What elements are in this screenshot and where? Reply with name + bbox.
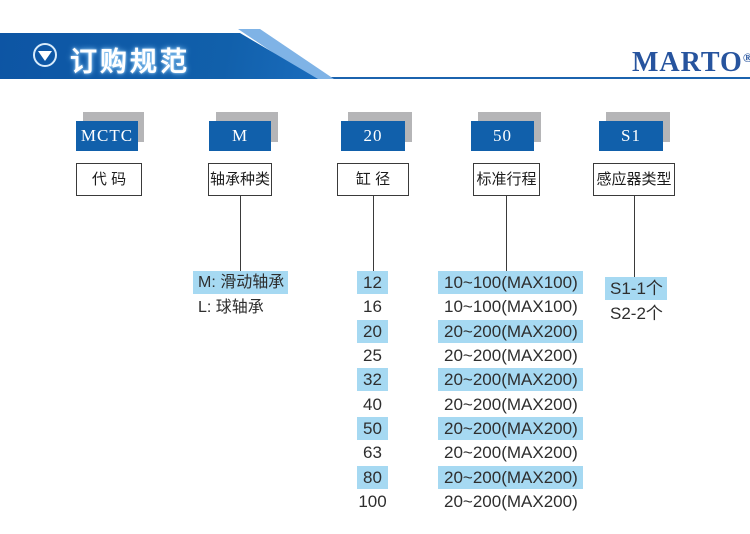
option-bore-25: 25 [363, 346, 382, 365]
label-box-code: 代 码 [76, 163, 142, 196]
connector-line [373, 196, 374, 271]
connector-line [634, 196, 635, 277]
option-stroke-row: 20~200(MAX200) [444, 443, 578, 462]
option-bore-63: 63 [363, 443, 382, 462]
option-stroke-row: 20~200(MAX200) [438, 466, 583, 489]
option-bore-100: 100 [358, 492, 387, 511]
registered-mark: ® [742, 50, 750, 65]
triangle-glyph [38, 51, 52, 61]
option-bore-32: 32 [357, 368, 388, 391]
connector-line [240, 196, 241, 271]
option-stroke-row: 20~200(MAX200) [438, 320, 583, 343]
brand-logo: MARTO® [632, 47, 750, 79]
code-box-bore: 20 [341, 121, 405, 151]
label-box-sensor: 感应器类型 [593, 163, 675, 196]
option-stroke-row: 20~200(MAX200) [438, 368, 583, 391]
option-bore-20: 20 [357, 320, 388, 343]
section-title: 订购规范 [70, 47, 190, 77]
option-stroke-row: 20~200(MAX200) [444, 346, 578, 365]
option-stroke-row: 20~200(MAX200) [444, 395, 578, 414]
option-bore-16: 16 [363, 297, 382, 316]
option-bearing-ball: L: 球轴承 [198, 299, 264, 316]
option-sensor-s1: S1-1个 [605, 277, 667, 300]
connector-line [506, 196, 507, 271]
triangle-down-icon [33, 43, 57, 67]
option-sensor-s2: S2-2个 [610, 304, 663, 323]
code-box-sensor: S1 [599, 121, 663, 151]
code-box-stroke: 50 [471, 121, 534, 151]
option-stroke-row: 10~100(MAX100) [444, 297, 578, 316]
option-bore-80: 80 [357, 466, 388, 489]
header-rule [0, 77, 750, 79]
option-stroke-row: 20~200(MAX200) [444, 492, 578, 511]
option-bore-12: 12 [357, 271, 388, 294]
brand-name: MARTO [632, 47, 743, 78]
option-bore-40: 40 [363, 395, 382, 414]
label-box-bearing: 轴承种类 [208, 163, 272, 196]
label-box-bore: 缸 径 [337, 163, 409, 196]
label-box-stroke: 标准行程 [473, 163, 540, 196]
code-box-bearing: M [209, 121, 271, 151]
option-bore-50: 50 [357, 417, 388, 440]
option-stroke-row: 10~100(MAX100) [438, 271, 583, 294]
code-box-series: MCTC [76, 121, 138, 151]
option-stroke-row: 20~200(MAX200) [438, 417, 583, 440]
option-bearing-sliding: M: 滑动轴承 [193, 271, 288, 294]
